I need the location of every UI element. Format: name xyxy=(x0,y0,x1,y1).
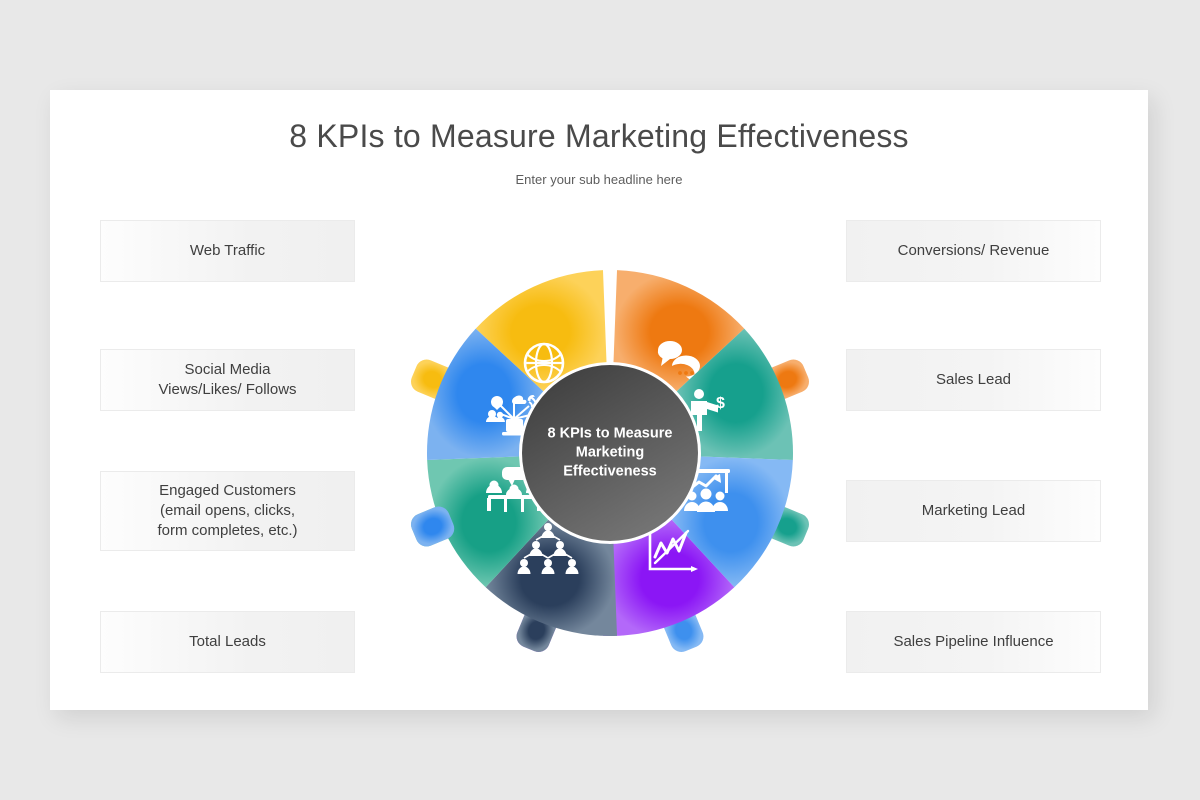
globe-icon xyxy=(523,342,565,384)
segment-total-leads[interactable] xyxy=(483,517,618,664)
slide: 8 KPIs to Measure Marketing Effectivenes… xyxy=(50,90,1148,710)
label-box-sales-lead[interactable]: Sales Lead xyxy=(846,349,1101,411)
label-box-total-leads[interactable]: Total Leads xyxy=(100,611,355,673)
label-text: Engaged Customers(email opens, clicks,fo… xyxy=(157,481,298,540)
segment-web-traffic[interactable] xyxy=(408,270,608,403)
page-subtitle: Enter your sub headline here xyxy=(515,172,683,187)
svg-text:$: $ xyxy=(716,395,725,412)
label-text: Web Traffic xyxy=(189,241,266,259)
label-box-conversions-revenue[interactable]: Conversions/ Revenue xyxy=(846,220,1101,282)
center-hub[interactable] xyxy=(522,365,698,541)
label-box-sales-pipeline-influence[interactable]: Sales Pipeline Influence xyxy=(846,611,1101,673)
label-text: Marketing Lead xyxy=(921,501,1026,519)
label-box-engaged-customers[interactable]: Engaged Customers(email opens, clicks,fo… xyxy=(100,471,355,551)
label-box-web-traffic[interactable]: Web Traffic xyxy=(100,220,355,282)
label-text: Sales Lead xyxy=(935,370,1012,388)
label-text: Total Leads xyxy=(189,632,266,650)
person-dollar-icon: $ xyxy=(691,389,725,431)
label-text: Sales Pipeline Influence xyxy=(893,632,1054,650)
label-text: Conversions/ Revenue xyxy=(897,241,1050,259)
page-title: 8 KPIs to Measure Marketing Effectivenes… xyxy=(289,118,909,154)
org-pyramid-icon xyxy=(517,523,579,574)
segment-conversions-revenue[interactable] xyxy=(612,270,812,403)
label-box-marketing-lead[interactable]: Marketing Lead xyxy=(846,480,1101,542)
gear-wheel-diagram: $ xyxy=(375,218,845,688)
